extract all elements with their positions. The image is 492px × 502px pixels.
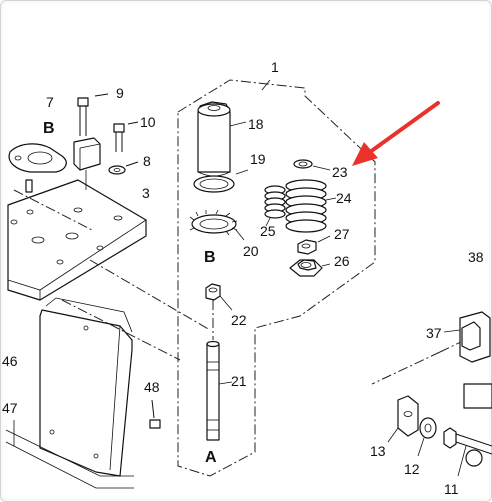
part-18 — [197, 101, 247, 177]
washer-8 — [108, 161, 139, 175]
ring-19 — [193, 169, 249, 193]
bolt-10 — [113, 121, 139, 152]
label-48: 48 — [144, 379, 160, 395]
label-26: 26 — [334, 253, 350, 269]
label-13: 13 — [370, 443, 386, 459]
shaft-21 — [206, 300, 233, 441]
nut-27 — [297, 235, 331, 255]
label-7: 7 — [46, 94, 54, 110]
spring-25 — [264, 185, 286, 227]
label-3: 3 — [142, 185, 150, 201]
nut-22 — [205, 283, 233, 311]
washer-12 — [417, 417, 437, 457]
flange-nut-26 — [289, 259, 331, 277]
label-10: 10 — [140, 114, 156, 130]
washer-23 — [293, 159, 331, 171]
label-8: 8 — [143, 153, 151, 169]
label-12: 12 — [404, 461, 420, 477]
part-labels: 1 3 7 8 9 10 11 12 13 18 19 20 21 22 23 … — [2, 59, 484, 497]
ref-letter-b-2: B — [204, 249, 216, 266]
red-arrow — [352, 101, 440, 166]
label-25: 25 — [260, 223, 276, 239]
base-plate — [7, 179, 147, 301]
label-47: 47 — [2, 400, 18, 416]
label-46: 46 — [2, 353, 18, 369]
label-9: 9 — [116, 85, 124, 101]
bolt-9 — [77, 93, 109, 136]
label-22: 22 — [231, 312, 247, 328]
label-18: 18 — [248, 116, 264, 132]
spring-24 — [285, 179, 337, 233]
ref-letter-b: B — [43, 120, 55, 137]
leader-1 — [261, 79, 271, 91]
screw-48 — [149, 399, 161, 429]
label-38: 38 — [468, 249, 484, 265]
flange-b — [8, 143, 67, 173]
base-rail-47 — [5, 420, 134, 489]
block-37 — [443, 311, 492, 409]
washer-20 — [189, 209, 245, 241]
guide-lines-left — [13, 189, 211, 361]
bracket-13 — [387, 395, 419, 443]
label-11: 11 — [444, 481, 459, 497]
ref-letter-a: A — [205, 449, 217, 466]
cover-46 — [39, 297, 133, 477]
label-23: 23 — [332, 164, 348, 180]
label-21: 21 — [231, 373, 247, 389]
connector-block — [73, 137, 101, 190]
label-27: 27 — [334, 226, 350, 242]
label-24: 24 — [336, 190, 352, 206]
label-37: 37 — [426, 325, 442, 341]
label-20: 20 — [243, 243, 259, 259]
small-pin — [25, 179, 33, 193]
label-19: 19 — [250, 151, 266, 167]
bolt-11 — [443, 427, 492, 477]
label-1: 1 — [271, 59, 279, 75]
